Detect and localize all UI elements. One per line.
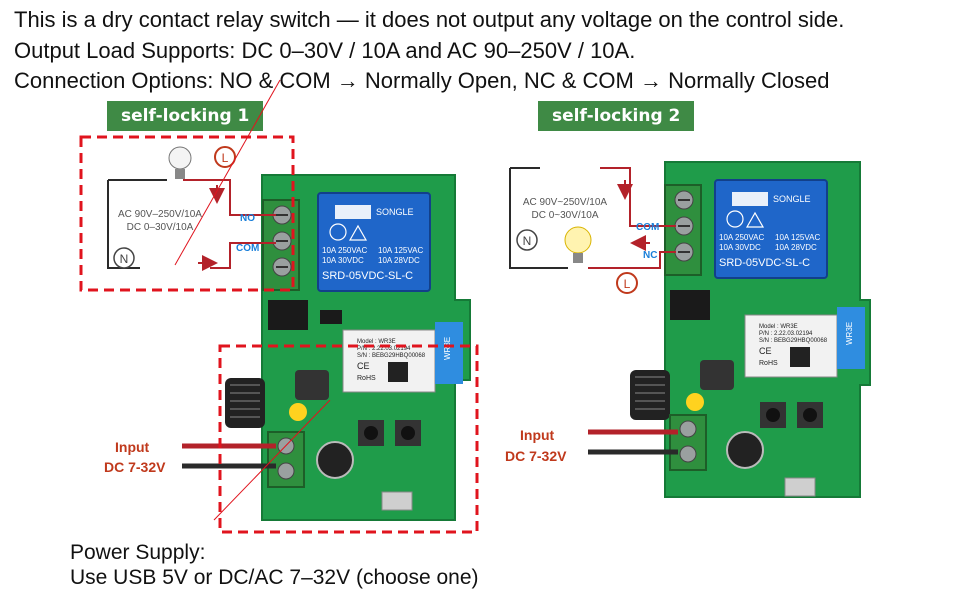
footer-power-options: Use USB 5V or DC/AC 7–32V (choose one) (70, 566, 479, 589)
usb-port (381, 491, 413, 511)
load-rating-ac: AC 90V–250V/10A (118, 209, 202, 220)
headline-dry-contact: This is a dry contact relay switch — it … (14, 7, 845, 32)
terminal-com-label: COM (636, 222, 659, 233)
tag-self-locking-2: self-locking 2 (538, 101, 695, 131)
live-icon (214, 146, 236, 168)
relay-brand: SONGLE (773, 194, 811, 204)
load-rating-ac: AC 90V~250V/10A (523, 197, 608, 208)
wifi-antenna (435, 322, 463, 384)
relay-spec: 10A 250VAC (719, 233, 764, 242)
relay-spec: 10A 125VAC (378, 246, 423, 255)
wifi-sn: S/N : BEBG29HBQ00068 (759, 338, 828, 344)
headline-output-load: Output Load Supports: DC 0–30V / 10A and… (14, 38, 636, 63)
live-symbol: L (624, 277, 631, 291)
antenna-coil (225, 378, 265, 428)
usb-port (784, 477, 816, 497)
tag-self-locking-1: self-locking 1 (107, 101, 264, 131)
live-symbol: L (222, 151, 229, 165)
left-board: SONGLE 10A 250VAC 10A 125VAC 10A 30VDC 1… (79, 79, 479, 534)
wifi-module-side-label: WR3E (443, 337, 452, 360)
load-rating-dc: DC 0–30V/10A (127, 222, 194, 233)
rohs-mark: RoHS (759, 360, 778, 367)
relay-spec: 10A 28VDC (378, 256, 420, 265)
ce-mark: CE (759, 346, 772, 356)
wifi-antenna (837, 307, 865, 369)
ce-mark: CE (357, 361, 370, 371)
input-voltage: DC 7-32V (104, 459, 166, 475)
input-label: Input (115, 439, 150, 455)
relay-spec: 10A 28VDC (775, 243, 817, 252)
relay-model: SRD-05VDC-SL-C (322, 270, 413, 282)
bulb-icon (168, 146, 192, 170)
wifi-pn: P/N : 2.22.03.02194 (357, 346, 411, 352)
wifi-pn: P/N : 2.22.03.02194 (759, 331, 813, 337)
relay-model: SRD-05VDC-SL-C (719, 257, 810, 269)
antenna-coil (630, 370, 670, 420)
live-icon (616, 272, 638, 294)
terminal-com-label: COM (236, 243, 259, 254)
neutral-symbol: N (523, 234, 532, 248)
input-label: Input (520, 427, 555, 443)
bulb-lit-icon (564, 226, 592, 254)
dashed-box-load (79, 135, 295, 292)
terminal-nc-label: NC (643, 250, 657, 261)
terminal-no-label: NO (240, 213, 255, 224)
relay-spec: 10A 30VDC (719, 243, 761, 252)
right-board: SONGLE 10A 250VAC 10A 125VAC 10A 30VDC 1… (505, 161, 871, 498)
relay-spec: 10A 30VDC (322, 256, 364, 265)
neutral-icon (113, 247, 135, 269)
rohs-mark: RoHS (357, 375, 376, 382)
input-voltage: DC 7-32V (505, 448, 567, 464)
relay-brand: SONGLE (376, 207, 414, 217)
wifi-sn: S/N : BEBG29HBQ00068 (357, 353, 426, 359)
wifi-model: Model : WR3E (759, 324, 798, 330)
headline-connection-options: Connection Options: NO & COM → Normally … (14, 68, 830, 93)
wifi-module-side-label: WR3E (845, 322, 854, 345)
dashed-box-power (218, 344, 479, 534)
wifi-model: Model : WR3E (357, 339, 396, 345)
relay-spec: 10A 250VAC (322, 246, 367, 255)
load-rating-dc: DC 0~30V/10A (532, 210, 599, 221)
footer-power-supply: Power Supply: (70, 541, 206, 564)
relay-spec: 10A 125VAC (775, 233, 820, 242)
neutral-symbol: N (120, 252, 129, 266)
neutral-icon (516, 229, 538, 251)
